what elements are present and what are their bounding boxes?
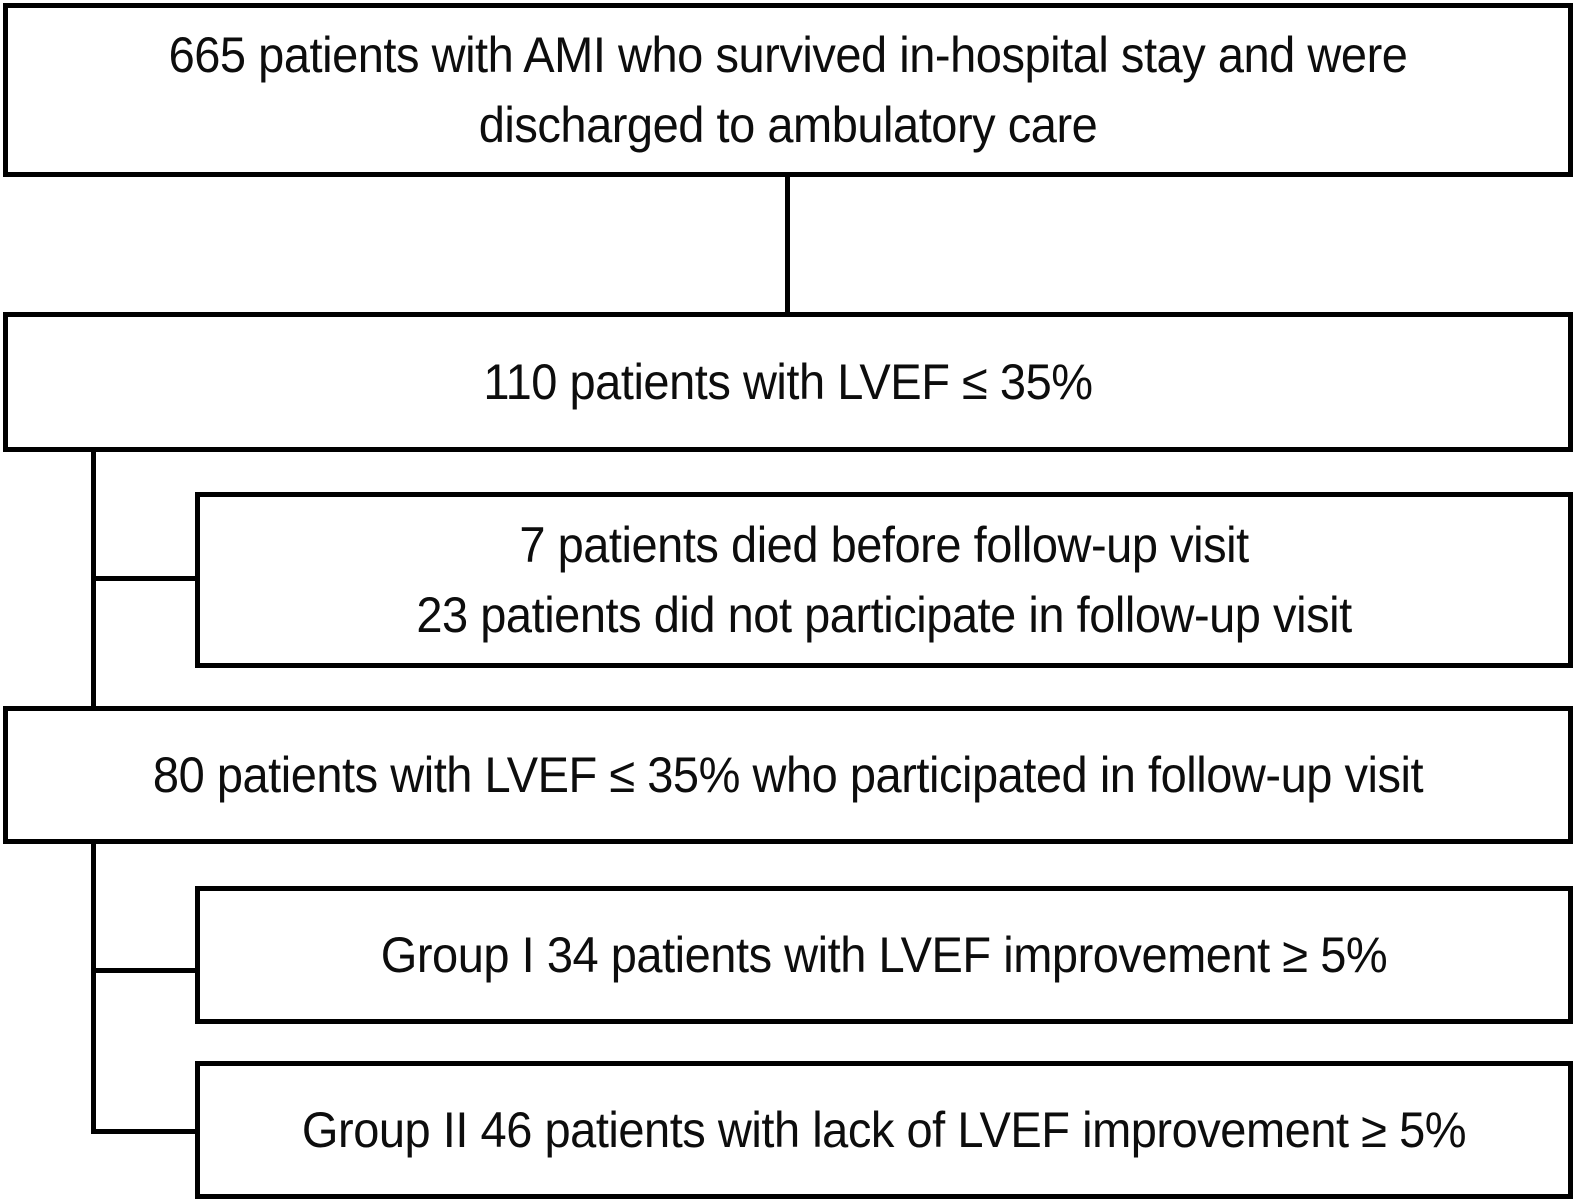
box-group2-no-improvement: Group II 46 patients with lack of LVEF i… — [195, 1061, 1573, 1199]
box-ami-line-1: 665 patients with AMI who survived in-ho… — [168, 27, 1408, 83]
box-80-patients-followup: 80 patients with LVEF ≤ 35% who particip… — [3, 706, 1573, 844]
box-group1-line-1: Group I 34 patients with LVEF improvemen… — [380, 927, 1388, 983]
connector-lvef80-to-groups — [91, 844, 96, 1134]
box-excluded-line-1: 7 patients died before follow-up visit — [519, 517, 1249, 573]
connector-branch-group1 — [91, 968, 195, 973]
box-group1-improvement: Group I 34 patients with LVEF improvemen… — [195, 886, 1573, 1024]
box-110-line-1: 110 patients with LVEF ≤ 35% — [483, 354, 1093, 410]
box-excluded-line-2: 23 patients did not participate in follo… — [416, 587, 1352, 643]
connector-branch-excluded — [91, 576, 195, 581]
box-80-line-1: 80 patients with LVEF ≤ 35% who particip… — [152, 747, 1424, 803]
box-ami-text: 665 patients with AMI who survived in-ho… — [55, 20, 1521, 160]
box-ami-line-2: discharged to ambulatory care — [478, 97, 1098, 153]
box-110-patients-low-lvef: 110 patients with LVEF ≤ 35% — [3, 312, 1573, 452]
box-group1-text: Group I 34 patients with LVEF improvemen… — [241, 920, 1527, 990]
box-group2-line-1: Group II 46 patients with lack of LVEF i… — [301, 1102, 1467, 1158]
box-excluded-patients: 7 patients died before follow-up visit 2… — [195, 492, 1573, 668]
box-excluded-text: 7 patients died before follow-up visit 2… — [241, 510, 1527, 650]
box-80-text: 80 patients with LVEF ≤ 35% who particip… — [55, 740, 1521, 810]
connector-ami-to-lvef110 — [785, 177, 790, 312]
box-group2-text: Group II 46 patients with lack of LVEF i… — [241, 1095, 1527, 1165]
box-110-text: 110 patients with LVEF ≤ 35% — [55, 347, 1521, 417]
connector-branch-group2 — [91, 1129, 195, 1134]
box-ami-discharged-patients: 665 patients with AMI who survived in-ho… — [3, 3, 1573, 177]
